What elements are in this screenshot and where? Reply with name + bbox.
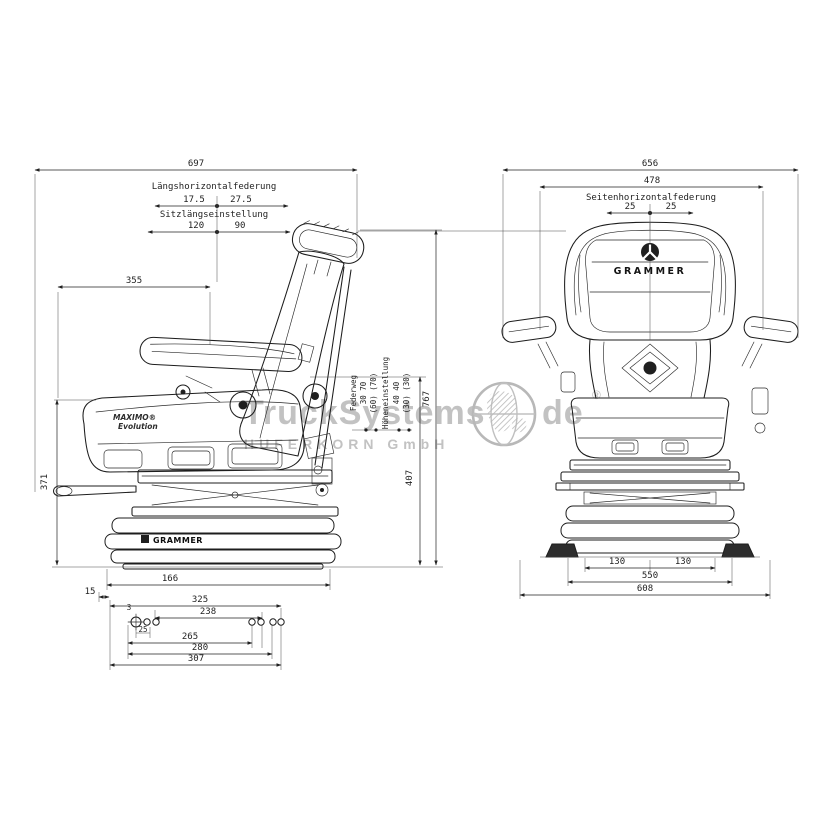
dim-27-5: 27.5 <box>230 195 252 205</box>
dim-25-left: 25 <box>625 202 636 212</box>
dim-608: 608 <box>637 584 653 594</box>
label-seitenhorizontalfederung: Seitenhorizontalfederung <box>586 193 716 203</box>
watermark-registered-mark: ® <box>592 388 601 402</box>
backrest-grammer-logo: GRAMMER <box>614 266 687 277</box>
side-view-dimensions: 697 Längshorizontalfederung 17.5 27.5 Si… <box>34 159 442 670</box>
dim-265: 265 <box>182 632 198 642</box>
front-view-dimensions: 656 478 Seitenhorizontalfederung 25 25 1… <box>502 159 799 599</box>
dim-697: 697 <box>188 159 204 169</box>
dim-280: 280 <box>192 643 208 653</box>
dim-130-right: 130 <box>675 557 691 567</box>
dim-656: 656 <box>642 159 658 169</box>
label-sitzlaengseinstellung: Sitzlängseinstellung <box>160 210 268 220</box>
watermark-text-left: TruckSystems <box>243 394 486 432</box>
dim-550: 550 <box>642 571 658 581</box>
seat-logo-maximo: MAXIMO® <box>113 413 156 422</box>
dim-90: 90 <box>235 221 246 231</box>
dim-federweg-paren: (60) (70) <box>369 373 378 414</box>
front-view-seat: GRAMMER <box>501 221 799 558</box>
dim-238: 238 <box>200 607 216 617</box>
dim-130-left: 130 <box>609 557 625 567</box>
label-hoeheneinstellung: Höheneinstellung <box>381 357 390 429</box>
globe-icon <box>471 381 537 447</box>
seat-logo-evolution: Evolution <box>118 422 158 431</box>
bellows-grammer-logo: GRAMMER <box>153 536 203 545</box>
dim-355: 355 <box>126 276 142 286</box>
dim-407: 407 <box>405 470 415 486</box>
dim-federweg-values: 30 70 <box>359 381 368 404</box>
dim-25: 25 <box>138 625 147 634</box>
dim-hoehe-values: 40 40 <box>392 381 401 404</box>
dim-166: 166 <box>162 574 178 584</box>
dim-17-5: 17.5 <box>183 195 205 205</box>
dim-767: 767 <box>422 391 432 407</box>
dim-120: 120 <box>188 221 204 231</box>
dim-15: 15 <box>85 587 96 597</box>
dim-3: 3 <box>127 603 132 612</box>
dim-371: 371 <box>40 474 50 490</box>
label-laengshorizontalfederung: Längshorizontalfederung <box>152 182 277 192</box>
dim-307: 307 <box>188 654 204 664</box>
dim-hoehe-paren: (30) (30) <box>402 373 411 414</box>
dim-325: 325 <box>192 595 208 605</box>
dim-478: 478 <box>644 176 660 186</box>
label-federweg: Federweg <box>349 375 358 411</box>
watermark-text-right: de <box>542 394 584 432</box>
dim-25-right: 25 <box>666 202 677 212</box>
side-view-seat: MAXIMO® Evolution GRAMMER <box>52 220 566 570</box>
